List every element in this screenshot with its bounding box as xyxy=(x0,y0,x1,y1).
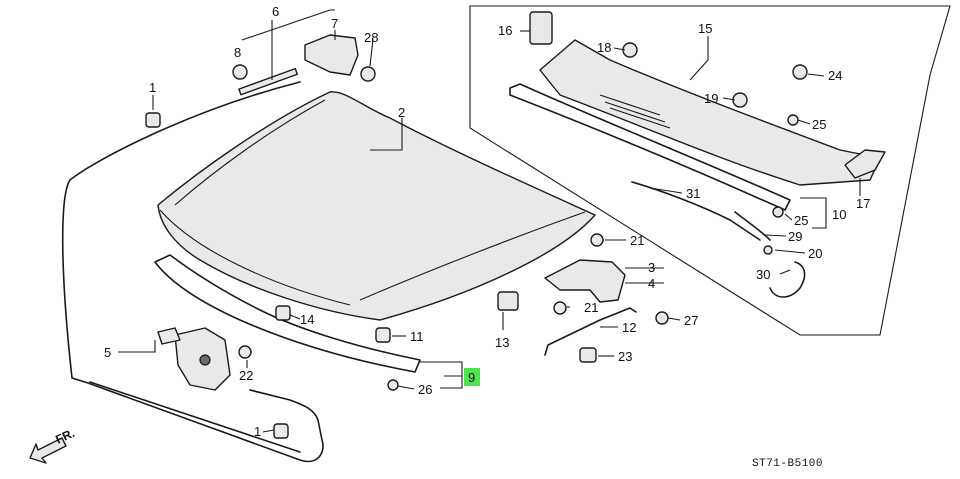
hose-29 xyxy=(734,211,771,241)
cap-24 xyxy=(792,64,808,80)
callout-22: 22 xyxy=(239,368,253,383)
callout-13: 13 xyxy=(495,335,509,350)
clip-25a xyxy=(787,114,799,126)
latch-bolt xyxy=(199,354,211,366)
callout-5: 5 xyxy=(104,345,111,360)
callout-6: 6 xyxy=(272,4,279,19)
clip-23 xyxy=(579,347,597,363)
callout-9: 9 xyxy=(468,370,475,385)
hood-seal-strip xyxy=(154,254,421,373)
callout-3: 3 xyxy=(648,260,655,275)
cowl-panel xyxy=(539,39,881,186)
clip-27 xyxy=(655,311,669,325)
callout-23: 23 xyxy=(618,349,632,364)
callout-29: 29 xyxy=(788,229,802,244)
fr-label: FR. xyxy=(53,426,76,447)
hood-support-rod xyxy=(544,307,637,356)
callout-4: 4 xyxy=(648,276,655,291)
bolt-22 xyxy=(238,345,252,359)
clip-1b xyxy=(273,423,289,439)
callout-10: 10 xyxy=(832,207,846,222)
cowl-top xyxy=(539,39,881,186)
bracket-17 xyxy=(844,149,886,179)
hood-hinge-right xyxy=(544,259,626,303)
callout-18: 18 xyxy=(597,40,611,55)
callout-20: 20 xyxy=(808,246,822,261)
callout-15: 15 xyxy=(698,21,712,36)
bracket-16 xyxy=(529,11,553,45)
clip-18 xyxy=(622,42,638,58)
clip-14 xyxy=(275,305,291,321)
hood-hinge-left xyxy=(304,34,359,76)
callout-31: 31 xyxy=(686,186,700,201)
hinge-right-body xyxy=(544,259,626,303)
callout-21b: 21 xyxy=(584,300,598,315)
callout-25a: 25 xyxy=(812,117,826,132)
callout-1a: 1 xyxy=(149,80,156,95)
hood-latch xyxy=(157,327,231,391)
cowl-seal xyxy=(509,83,791,211)
hose-30 xyxy=(769,261,806,298)
cowl-grille xyxy=(599,94,671,129)
clip-25b xyxy=(772,206,784,218)
callout-12: 12 xyxy=(622,320,636,335)
clip-19 xyxy=(732,92,748,108)
hood xyxy=(157,91,596,321)
callout-25b: 25 xyxy=(794,213,808,228)
clip-26 xyxy=(387,379,399,391)
bolt-21a xyxy=(590,233,604,247)
callout-16: 16 xyxy=(498,23,512,38)
latch-arm xyxy=(157,327,181,345)
bumper-11 xyxy=(375,327,391,343)
hood-front-edge xyxy=(159,209,351,306)
release-cable-lower-run xyxy=(89,381,301,453)
callout-28: 28 xyxy=(364,30,378,45)
hood-panel xyxy=(157,91,596,321)
callout-24: 24 xyxy=(828,68,842,83)
bolt-21b xyxy=(553,301,567,315)
hood-crease-left xyxy=(174,99,326,206)
hood-crease-right xyxy=(359,211,586,301)
callout-8: 8 xyxy=(234,45,241,60)
hinge-left-body xyxy=(304,34,359,76)
callout-30: 30 xyxy=(756,267,770,282)
callout-27: 27 xyxy=(684,313,698,328)
drawing-code: ST71-B5100 xyxy=(752,458,823,470)
bolt-28 xyxy=(360,66,376,82)
callout-17: 17 xyxy=(856,196,870,211)
fasteners xyxy=(145,11,886,439)
callout-19: 19 xyxy=(704,91,718,106)
callout-9-highlight xyxy=(464,368,480,386)
callout-26: 26 xyxy=(418,382,432,397)
cowl-group-frame xyxy=(469,5,951,336)
clip-20 xyxy=(763,245,773,255)
callout-2: 2 xyxy=(398,105,405,120)
callout-1b: 1 xyxy=(254,424,261,439)
callout-14: 14 xyxy=(300,312,314,327)
rod-6 xyxy=(238,67,299,96)
fr-arrow-icon xyxy=(29,437,67,464)
washer-hose xyxy=(631,181,761,241)
clip-1a xyxy=(145,112,161,128)
callout-7: 7 xyxy=(331,16,338,31)
front-direction-arrow: FR. xyxy=(29,426,77,464)
callout-21a: 21 xyxy=(630,233,644,248)
clip-8 xyxy=(232,64,248,80)
leader-lines xyxy=(118,9,861,433)
clip-13 xyxy=(497,291,519,311)
callout-labels: 1 1 2 3 4 5 6 7 8 9 10 11 12 13 14 15 16… xyxy=(104,4,870,439)
release-cable xyxy=(61,81,324,463)
callout-11: 11 xyxy=(410,329,424,344)
